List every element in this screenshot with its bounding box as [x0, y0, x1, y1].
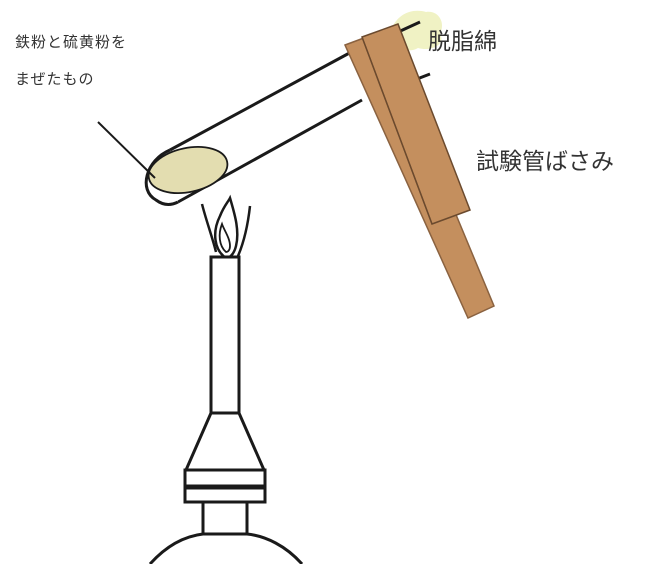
lamp-body [148, 532, 304, 564]
wick-tube [209, 255, 241, 415]
powder-mixture [147, 146, 229, 194]
outer-flame [200, 203, 252, 257]
test-tube-holder [343, 23, 495, 319]
alcohol-lamp [148, 255, 304, 564]
lamp-collar-top [183, 468, 267, 488]
lamp-cone [183, 411, 267, 472]
lamp-collar-bottom [183, 486, 267, 504]
mixture-leader-line [97, 121, 156, 179]
mixture-label-line2: まぜたもの [15, 70, 95, 88]
holder-label: 試験管ばさみ [476, 149, 614, 175]
flame-inner [218, 221, 231, 253]
lamp-neck [201, 500, 249, 536]
cotton-label: 脱脂綿 [428, 29, 497, 55]
mixture-label-line1: 鉄粉と硫黄粉を [15, 33, 128, 51]
